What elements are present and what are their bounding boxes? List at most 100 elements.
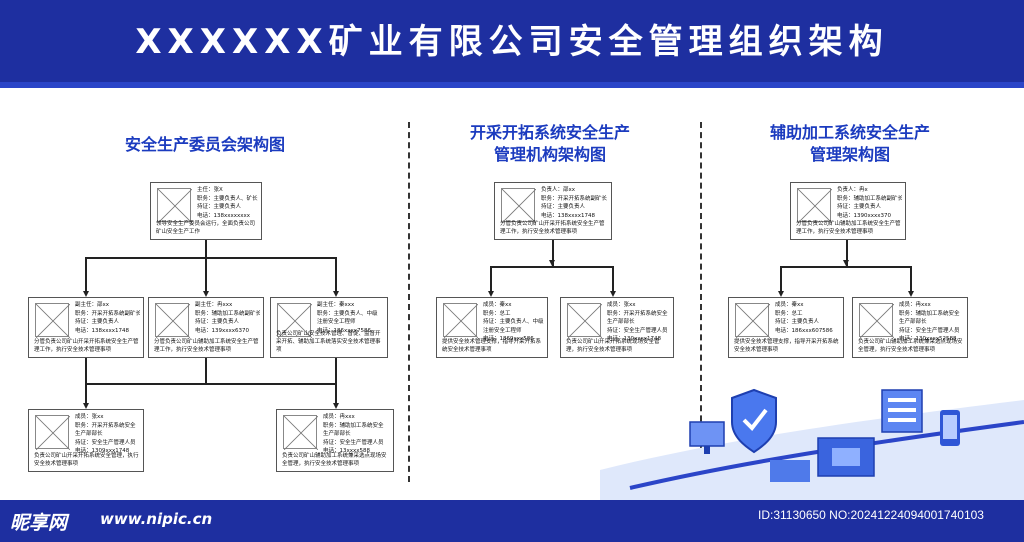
card-field-line: 生产部部长	[75, 431, 103, 437]
monitor-icon	[689, 421, 725, 454]
photo-placeholder-icon	[277, 303, 312, 338]
card-duty-text: 负责公司矿山开采开拓系统安全管理，执行安全技术管理事项	[34, 453, 139, 467]
chip-icon	[817, 437, 875, 477]
photo-placeholder-icon	[797, 188, 832, 223]
connector-line	[910, 266, 912, 291]
connector-line	[85, 383, 337, 385]
card-field-line: 持证：主要负责人	[775, 319, 820, 325]
card-field-line: 持证：主要负责人	[195, 319, 240, 325]
connector-line	[335, 358, 337, 384]
arrow-down-icon	[83, 403, 89, 409]
connector-line	[846, 240, 848, 266]
card-duty-text: 领导安全生产委员会运行，全面负责公司矿山安全生产工作	[156, 221, 256, 235]
section-title-mining-line1: 开采开拓系统安全生产	[469, 123, 630, 142]
card-field-line: 职务：辅助加工系统安全	[899, 310, 960, 317]
section-title-processing: 辅助加工系统安全生产 管理架构图	[700, 122, 1000, 166]
card-field-line: 成员：秦xx	[483, 302, 512, 308]
photo-placeholder-icon	[859, 303, 894, 338]
connector-line	[552, 240, 554, 266]
card-duty-text: 负责公司矿山安全技术管理、督促、监督开采开拓、辅助加工系统落实安全技术管理事项	[276, 331, 381, 353]
card-duty-text: 提供安全技术管理支撑，指导开采开拓系统安全技术管理事项	[442, 339, 542, 353]
card-field-line: 生产部部长	[323, 431, 351, 437]
watermark-logo: 昵享网	[10, 512, 68, 534]
card-field-line: 生产部部长	[607, 319, 635, 325]
page-title: XXXXXX矿业有限公司安全管理组织架构	[135, 22, 889, 62]
arrow-down-icon	[778, 291, 784, 297]
connector-line	[205, 240, 207, 258]
card-field-line: 职务：开采开拓系统安全	[607, 310, 668, 317]
card-field-line: 生产部部长	[899, 319, 927, 325]
connector-line	[335, 383, 337, 403]
card-field-line: 电话：138xxxx1748	[75, 327, 130, 334]
connector-line	[85, 383, 87, 403]
photo-placeholder-icon	[501, 188, 536, 223]
arrow-down-icon	[908, 291, 914, 297]
tech-illustration	[600, 388, 1024, 500]
card-field-line: 持证：主要负责人、中级	[483, 319, 544, 325]
watermark-id: ID:31130650 NO:20241224094001740103	[758, 508, 984, 522]
card-duty-text: 分管负责公司矿山开采开拓系统安全生产管理工作，执行安全技术管理事项	[34, 339, 139, 353]
card-duty-text: 分管负责公司矿山辅助加工系统安全生产管理工作，执行安全技术管理事项	[154, 339, 259, 353]
card-field-line: 职务：开采开拓系统安全	[75, 422, 136, 429]
arrow-down-icon	[333, 403, 339, 409]
card-field-line: 成员：冉xxx	[899, 302, 931, 308]
card-field-line: 职务：总工	[483, 310, 511, 317]
card-field-line: 成员：冉xxx	[323, 414, 355, 420]
platform-block	[770, 460, 810, 482]
card-field-line: 持证：主要负责人	[837, 204, 882, 210]
card-field-line: 副主任：邵xx	[75, 302, 110, 308]
card-field-line: 电话：138xxxx1748	[541, 212, 596, 219]
photo-placeholder-icon	[283, 415, 318, 450]
card-field-line: 职务：辅助加工系统副矿长	[195, 310, 260, 317]
card-field-line: 持证：主要负责人	[541, 204, 586, 210]
card-field-line: 电话：1390xxxx370	[837, 212, 892, 219]
card-field-line: 电话：186xxxx7586	[317, 327, 372, 334]
section-title-mining-line2: 管理机构架构图	[493, 145, 606, 164]
card-field-line: 电话：138xxxxxxxx	[197, 212, 251, 219]
photo-placeholder-icon	[35, 303, 70, 338]
illustration-wave	[600, 400, 1024, 500]
arrow-down-icon	[333, 291, 339, 297]
connector-line	[490, 266, 614, 268]
section-divider	[700, 122, 702, 482]
section-title-mining: 开采开拓系统安全生产 管理机构架构图	[410, 122, 690, 166]
card-field-line: 职务：开采开拓系统副矿长	[75, 310, 140, 317]
card-field-line: 电话：13xxxx588	[323, 448, 371, 454]
connector-line	[780, 266, 782, 291]
card-field-line: 成员：张xx	[607, 302, 636, 308]
connector-line	[490, 266, 492, 291]
card-field-line: 主任：张X	[197, 187, 223, 193]
card-duty-text: 分管负责公司矿山辅助加工系统安全生产管理工作，执行安全技术管理事项	[796, 221, 901, 235]
arrow-down-icon	[843, 260, 849, 266]
card-field-line: 职务：主要负责人、矿长	[197, 195, 258, 202]
connector-line	[205, 358, 207, 384]
photo-placeholder-icon	[735, 303, 770, 338]
card-field-line: 电话：139xxxx6370	[195, 327, 250, 334]
server-icon	[881, 389, 923, 433]
section-title-processing-line1: 辅助加工系统安全生产	[769, 123, 930, 142]
photo-placeholder-icon	[157, 188, 192, 223]
header-stripe	[0, 82, 1024, 88]
photo-placeholder-icon	[35, 415, 70, 450]
card-field-line: 电话：1309xxx1748	[75, 448, 130, 454]
card-field-line: 负责人：冉x	[837, 187, 868, 193]
section-title-committee: 安全生产委员会架构图	[124, 135, 285, 154]
card-field-line: 持证：安全生产管理人员	[323, 439, 384, 446]
card-field-line: 成员：秦xx	[775, 302, 804, 308]
card-field-line: 电话：130xxxx1748	[607, 336, 662, 342]
card-duty-text: 负责公司矿山开采开拓系统现场安全管理，执行安全技术管理事项	[566, 339, 660, 353]
